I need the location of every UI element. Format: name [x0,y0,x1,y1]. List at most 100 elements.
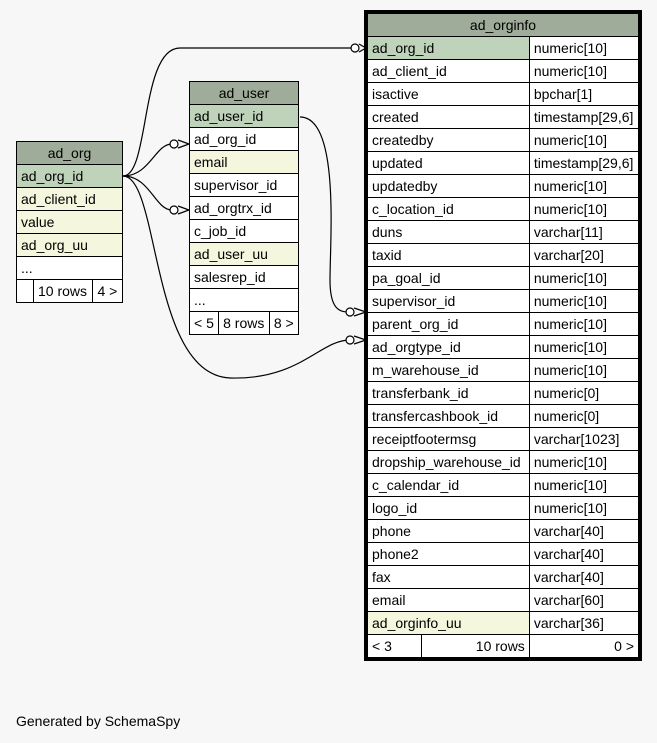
row-count: 10 rows [420,634,530,658]
column-type: varchar[36] [528,611,640,635]
column-type: varchar[20] [528,243,640,267]
column-name: duns [367,220,530,244]
children-link[interactable]: 4 > [92,279,123,303]
column-value: value [16,210,123,234]
column-type: varchar[60] [528,588,640,612]
edge-user-to-orginfo-supervisor [299,116,350,313]
column-ad_user_id: ad_user_id [189,104,299,128]
row-count: 8 rows [218,311,270,335]
crow-foot-marker [353,335,368,345]
column-type: numeric[0] [528,381,640,405]
column-name: phone [367,519,530,543]
column-name: transferbank_id [367,381,530,405]
column-name: ad_orgtype_id [367,335,530,359]
column-type: numeric[10] [528,59,640,83]
generated-by-text: Generated by SchemaSpy [16,713,181,729]
column-ad_user_uu: ad_user_uu [189,242,299,266]
column-c_job_id: c_job_id [189,219,299,243]
column-type: varchar[40] [528,519,640,543]
column-name: fax [367,565,530,589]
edge-marker-circle [169,139,179,149]
column-ad_org_id: ad_org_id [189,127,299,151]
column-email: email [189,150,299,174]
column-name: email [367,588,530,612]
edge-ad_org-to-orginfo-org [122,47,352,177]
table-title: ad_org [16,141,123,165]
crow-foot-marker [177,205,191,215]
column-more: ... [189,288,299,312]
column-type: timestamp[29,6] [528,151,640,175]
column-type: timestamp[29,6] [528,105,640,129]
column-type: numeric[10] [528,266,640,290]
edge-marker-circle [350,43,360,53]
column-name: supervisor_id [367,289,530,313]
column-type: varchar[1023] [528,427,640,451]
column-type: numeric[10] [528,36,640,60]
crow-foot-marker [177,139,191,149]
column-type: varchar[11] [528,220,640,244]
edge-ad_org-to-user-org [122,143,173,177]
column-type: bpchar[1] [528,82,640,106]
children-link[interactable]: 0 > [528,634,640,658]
column-name: createdby [367,128,530,152]
column-type: numeric[10] [528,450,640,474]
table-ad_org: ad_org ad_org_id ad_client_id value ad_o… [16,141,123,303]
edge-ad_org-to-user-orgtrx [122,175,173,211]
column-name: pa_goal_id [367,266,530,290]
parents-link[interactable]: < 5 [188,311,220,335]
column-name: parent_org_id [367,312,530,336]
column-name: receiptfootermsg [367,427,530,451]
edge-marker-circle [169,205,179,215]
column-supervisor_id: supervisor_id [189,173,299,197]
column-name: ad_orginfo_uu [367,611,530,635]
children-link[interactable]: 8 > [268,311,300,335]
row-count: 10 rows [32,279,94,303]
edge-ad_org-to-orginfo-parent [122,175,351,379]
column-name: updated [367,151,530,175]
column-name: dropship_warehouse_id [367,450,530,474]
parents-link[interactable]: < 3 [367,634,422,658]
column-type: numeric[10] [528,358,640,382]
column-type: numeric[10] [528,197,640,221]
column-type: numeric[10] [528,312,640,336]
column-name: phone2 [367,542,530,566]
crow-foot-marker [358,43,368,53]
column-type: numeric[10] [528,128,640,152]
column-type: numeric[10] [528,174,640,198]
column-name: taxid [367,243,530,267]
column-ad_org_uu: ad_org_uu [16,233,123,257]
column-name: m_warehouse_id [367,358,530,382]
parents-link[interactable] [16,279,34,303]
column-ad_org_id: ad_org_id [16,164,123,188]
column-name: isactive [367,82,530,106]
table-title: ad_user [189,81,299,105]
column-ad_client_id: ad_client_id [16,187,123,211]
edge-marker-circle [345,335,355,345]
column-type: numeric[10] [528,335,640,359]
